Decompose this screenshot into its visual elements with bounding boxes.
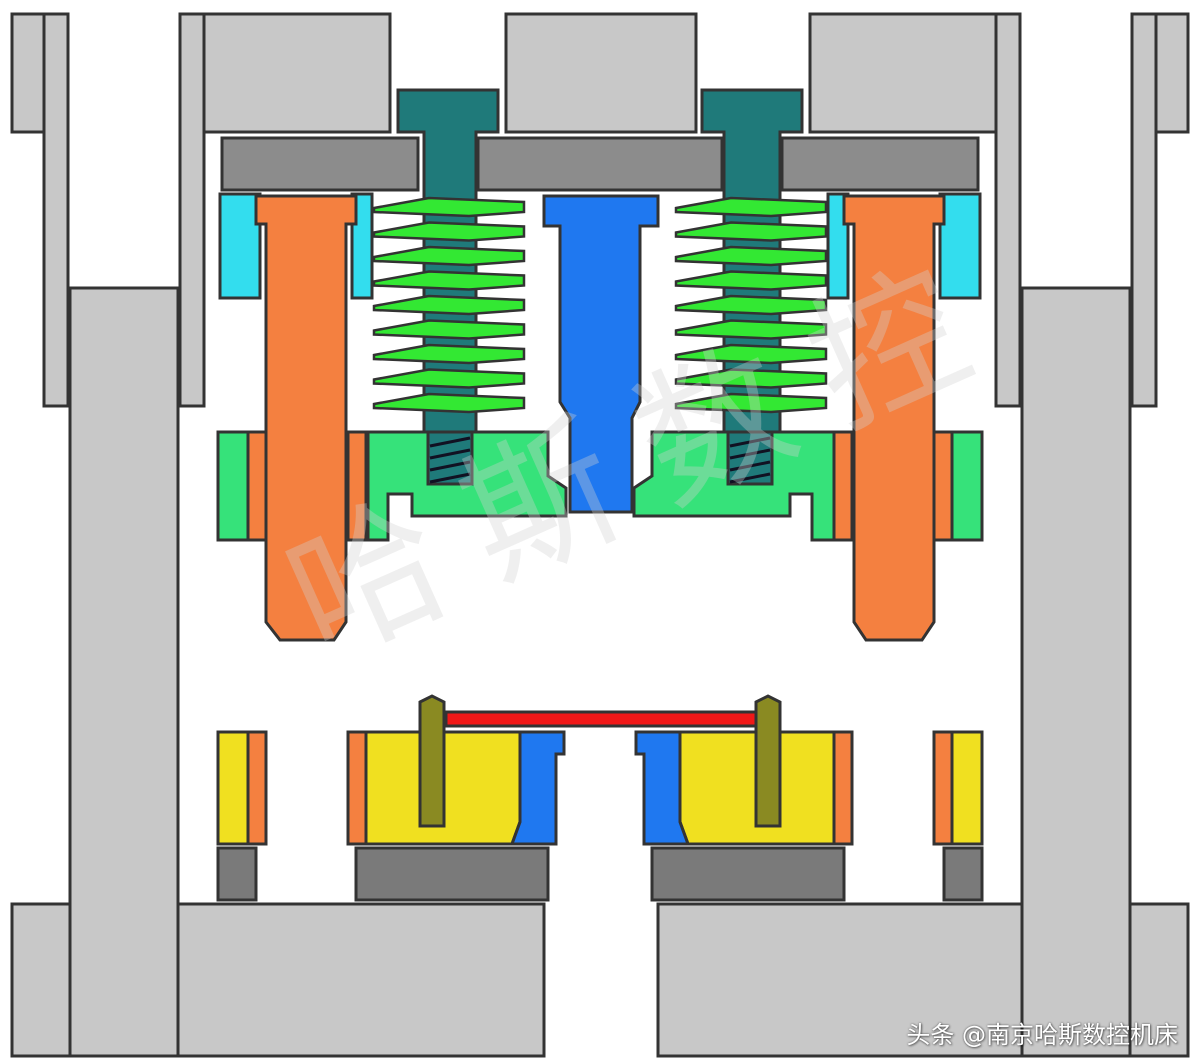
stripper-side-right: [950, 430, 984, 542]
spring-coil-left: [372, 196, 526, 218]
press-frame: [10, 12, 1190, 1058]
base-plate-far-right: [1128, 902, 1190, 1058]
spring-coil-left: [372, 245, 526, 267]
bolt-threads: [426, 430, 774, 486]
pilot-pins: [418, 694, 782, 828]
frame-right-outer: [1154, 12, 1190, 134]
spring-coil-right: [674, 368, 828, 389]
frame-right-inner: [1130, 12, 1158, 408]
spring-coil-left: [372, 343, 526, 365]
base-plate-right: [656, 902, 1024, 1058]
spring-coil-left: [372, 319, 526, 340]
source-credit: 头条 @南京哈斯数控机床: [906, 1021, 1178, 1049]
lower-die-block: [216, 730, 984, 846]
stripper-side-left: [216, 430, 250, 542]
spring-coil-right: [674, 343, 828, 365]
guide-pillar-left: [68, 286, 180, 1058]
frame-right-col: [994, 12, 1022, 408]
upper-guide-posts: [254, 194, 946, 642]
spring-coil-left: [372, 368, 526, 389]
upper-backing-plate: [220, 136, 980, 192]
spring-coil-right: [674, 196, 828, 218]
spring-coil-left: [372, 294, 526, 316]
stripper-plate-right: [632, 430, 836, 542]
spring-coil-right: [674, 221, 828, 242]
spring-coil-right: [674, 270, 828, 291]
guide-post-right: [842, 194, 946, 642]
spring-coil-right: [674, 392, 828, 414]
frame-left-inner: [42, 12, 70, 408]
lower-bolster: [216, 846, 984, 902]
spring-coil-left: [372, 392, 526, 414]
spring-coil-left: [372, 270, 526, 291]
frame-left-outer: [10, 12, 46, 134]
guide-pillar-right: [1020, 286, 1132, 1058]
spring-coil-right: [674, 245, 828, 267]
stripper-plate: [216, 430, 984, 542]
base-plate-far-left: [10, 902, 72, 1058]
top-plate-left: [202, 12, 392, 134]
spring-coil-left: [372, 221, 526, 242]
top-plate-center: [504, 12, 698, 134]
base-plate-left: [176, 902, 546, 1058]
guide-post-left: [254, 194, 358, 642]
stripper-plate-left: [366, 430, 568, 542]
center-punch: [542, 194, 660, 514]
die-insert: [509, 730, 691, 846]
top-plate-right: [808, 12, 998, 134]
spring-coil-right: [674, 294, 828, 316]
frame-left-col: [178, 12, 206, 408]
spring-coil-right: [674, 319, 828, 340]
stripper-springs: [372, 196, 828, 414]
sheet-metal-strip: [444, 710, 758, 728]
